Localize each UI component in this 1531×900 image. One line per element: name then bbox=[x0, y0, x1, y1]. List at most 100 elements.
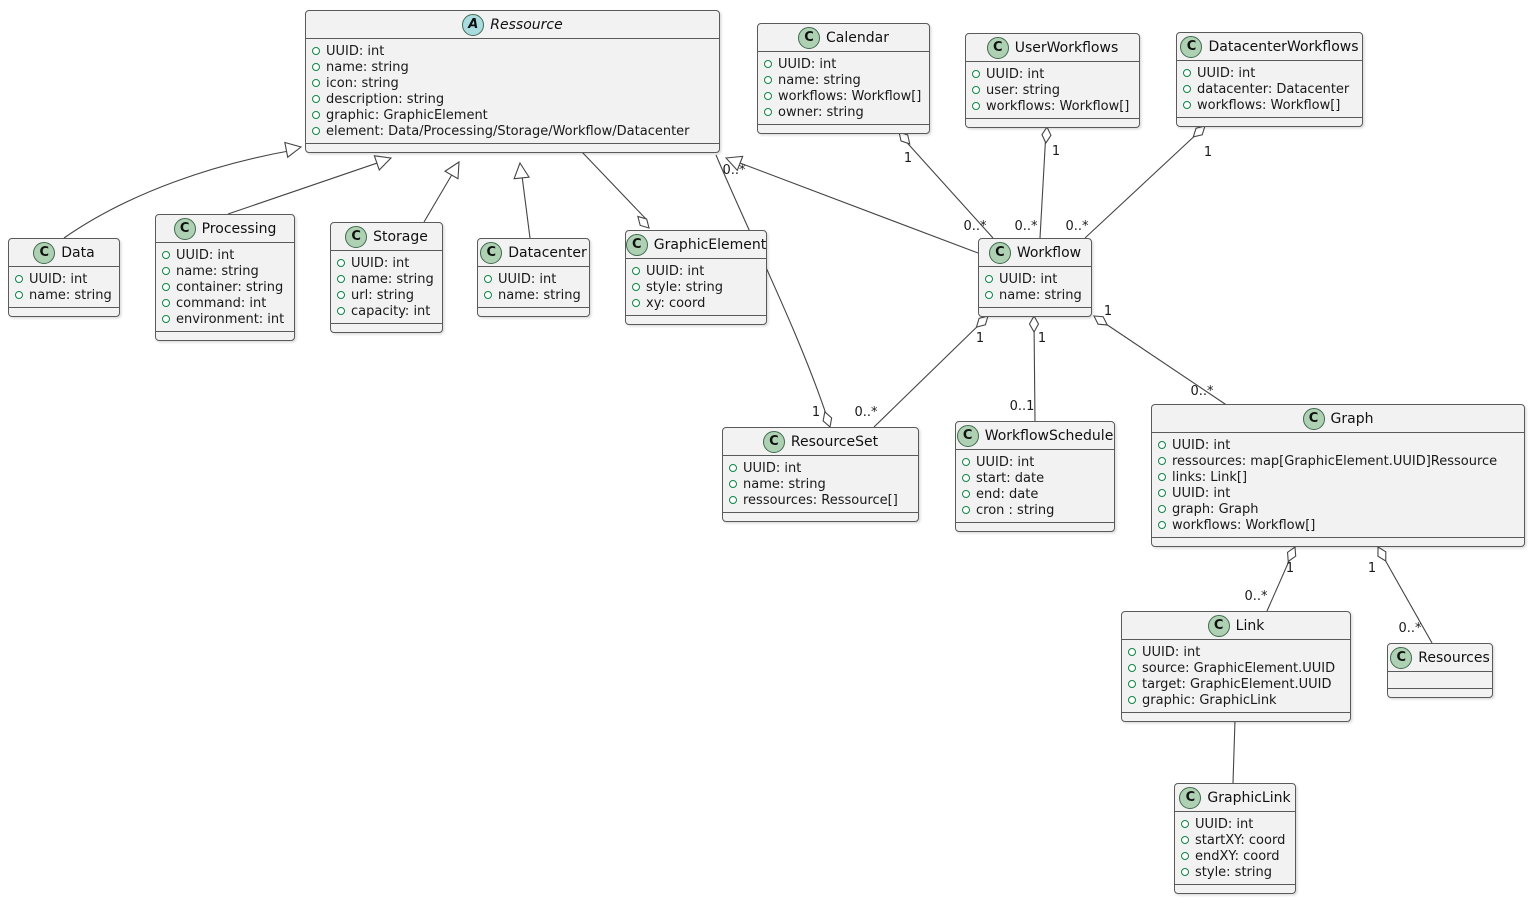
attribute-text: command: int bbox=[176, 295, 267, 311]
abstract-class-icon: A bbox=[462, 13, 485, 36]
attribute-row: workflows: Workflow[] bbox=[764, 88, 923, 104]
attribute-row: name: string bbox=[764, 72, 923, 88]
field-visibility-icon bbox=[484, 291, 492, 299]
class-title-datacenterworkflows: C DatacenterWorkflows bbox=[1177, 33, 1362, 61]
class-name: Calendar bbox=[826, 29, 889, 46]
attribute-text: style: string bbox=[1195, 864, 1273, 880]
attribute-text: UUID: int bbox=[986, 66, 1045, 82]
class-icon: C bbox=[626, 233, 648, 256]
attribute-text: target: GraphicElement.UUID bbox=[1142, 676, 1332, 692]
inheritance-arrow-icon bbox=[443, 160, 460, 180]
class-icon: C bbox=[1180, 35, 1203, 58]
attribute-row: style: string bbox=[1181, 864, 1289, 880]
methods-compartment bbox=[966, 119, 1139, 127]
attribute-text: workflows: Workflow[] bbox=[778, 88, 922, 104]
class-icon: C bbox=[1302, 407, 1325, 430]
attribute-row: UUID: int bbox=[312, 43, 713, 59]
attribute-row: name: string bbox=[484, 287, 583, 303]
attribute-text: UUID: int bbox=[1195, 816, 1254, 832]
field-visibility-icon bbox=[1128, 664, 1136, 672]
class-name: WorkflowSchedule bbox=[984, 427, 1114, 444]
class-name: Datacenter bbox=[508, 244, 587, 261]
attribute-row: name: string bbox=[985, 287, 1085, 303]
multiplicity-label: 1 bbox=[1038, 331, 1046, 346]
edge-data-extends-ressource bbox=[63, 149, 295, 239]
aggregation-diamond-icon bbox=[822, 410, 833, 429]
field-visibility-icon bbox=[1158, 441, 1166, 449]
attribute-text: UUID: int bbox=[326, 43, 385, 59]
field-visibility-icon bbox=[962, 474, 970, 482]
multiplicity-label: 0..* bbox=[1398, 621, 1422, 636]
methods-compartment bbox=[331, 324, 442, 332]
class-name: Ressource bbox=[490, 16, 563, 33]
attribute-row: name: string bbox=[729, 476, 912, 492]
attribute-row: datacenter: Datacenter bbox=[1183, 81, 1356, 97]
attribute-text: start: date bbox=[976, 470, 1045, 486]
class-name: Storage bbox=[373, 228, 428, 245]
field-visibility-icon bbox=[1158, 457, 1166, 465]
attribute-text: UUID: int bbox=[351, 255, 410, 271]
field-visibility-icon bbox=[1158, 473, 1166, 481]
multiplicity-label: 0..* bbox=[1014, 219, 1038, 234]
attribute-text: name: string bbox=[498, 287, 581, 303]
attribute-row: UUID: int bbox=[484, 271, 583, 287]
edge-workflow-resourceset bbox=[873, 318, 986, 428]
multiplicity-label: 1 bbox=[904, 151, 912, 166]
methods-compartment bbox=[1175, 885, 1295, 893]
attribute-text: UUID: int bbox=[1197, 65, 1256, 81]
field-visibility-icon bbox=[1183, 101, 1191, 109]
methods-compartment bbox=[156, 332, 294, 340]
edge-resourceset-ressource bbox=[715, 154, 829, 421]
class-icon: C bbox=[1207, 614, 1230, 637]
attribute-text: url: string bbox=[351, 287, 415, 303]
attribute-row: links: Link[] bbox=[1158, 469, 1518, 485]
inheritance-arrow-icon bbox=[284, 141, 303, 159]
aggregation-diamond-icon bbox=[637, 215, 650, 229]
multiplicity-label: 1 bbox=[1052, 144, 1060, 159]
edge-calendar-workflow bbox=[900, 135, 994, 239]
attribute-row: name: string bbox=[337, 271, 436, 287]
multiplicity-label: 1 bbox=[1104, 304, 1112, 319]
attribute-row: UUID: int bbox=[15, 271, 113, 287]
class-name: Workflow bbox=[1016, 244, 1082, 261]
edge-datacenterworkflows-workflow bbox=[1084, 129, 1202, 239]
multiplicity-label: 0..* bbox=[722, 163, 746, 178]
class-name: GraphicElement bbox=[653, 236, 766, 253]
methods-compartment bbox=[626, 316, 766, 324]
attribute-text: UUID: int bbox=[743, 460, 802, 476]
attribute-row: icon: string bbox=[312, 75, 713, 91]
attribute-text: UUID: int bbox=[1172, 437, 1231, 453]
multiplicity-label: 1 bbox=[1368, 561, 1376, 576]
field-visibility-icon bbox=[729, 496, 737, 504]
attribute-row: UUID: int bbox=[764, 56, 923, 72]
attribute-text: name: string bbox=[778, 72, 861, 88]
field-visibility-icon bbox=[764, 76, 772, 84]
multiplicity-label: 1 bbox=[1204, 145, 1212, 160]
aggregation-diamond-icon bbox=[1028, 314, 1040, 334]
attribute-text: style: string bbox=[646, 279, 724, 295]
class-name: Data bbox=[61, 244, 95, 261]
field-visibility-icon bbox=[1181, 820, 1189, 828]
class-name: DatacenterWorkflows bbox=[1208, 38, 1359, 55]
attribute-text: datacenter: Datacenter bbox=[1197, 81, 1350, 97]
field-visibility-icon bbox=[972, 70, 980, 78]
attributes-compartment bbox=[1388, 672, 1492, 689]
field-visibility-icon bbox=[729, 480, 737, 488]
aggregation-diamond-icon bbox=[1377, 546, 1387, 562]
field-visibility-icon bbox=[312, 95, 320, 103]
attribute-row: xy: coord bbox=[632, 295, 760, 311]
attribute-row: graphic: GraphicElement bbox=[312, 107, 713, 123]
attribute-text: UUID: int bbox=[29, 271, 88, 287]
attribute-text: workflows: Workflow[] bbox=[1197, 97, 1341, 113]
